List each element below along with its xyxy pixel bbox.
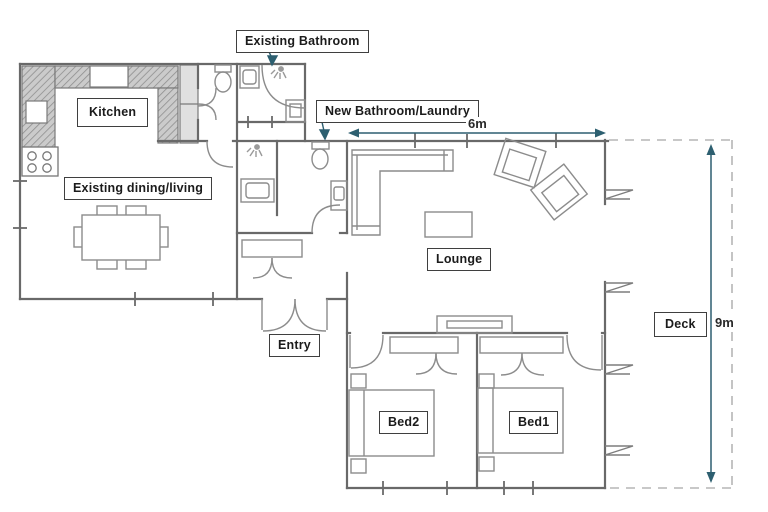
bedroom-furniture [348, 336, 564, 474]
dining-furniture [73, 205, 169, 270]
washer-icon [240, 178, 275, 203]
bathroom-fixtures [214, 64, 348, 258]
room-label-existing-dining-living: Existing dining/living [64, 177, 213, 200]
kitchen-side-sink [25, 100, 48, 124]
l-sofa [351, 149, 454, 236]
bed2-bed [348, 389, 435, 457]
room-label-new-bathroom-laundry: New Bathroom/Laundry [316, 100, 479, 123]
room-label-lounge: Lounge [427, 248, 492, 271]
shower-head-icon [270, 66, 287, 79]
dimension-width-label: 6m [466, 116, 489, 131]
room-label-existing-bathroom: Existing Bathroom [236, 30, 369, 53]
wardrobe [479, 336, 564, 354]
window-ticks [13, 116, 557, 495]
room-label-deck: Deck [654, 312, 707, 337]
toilet-icon [214, 64, 232, 93]
room-label-kitchen: Kitchen [77, 98, 149, 127]
coffee-table [424, 211, 473, 238]
armchair [493, 137, 547, 189]
room-label-entry: Entry [269, 334, 320, 357]
room-label-bed2: Bed2 [379, 411, 429, 434]
room-label-bed1: Bed1 [509, 411, 559, 434]
arrowhead-left-icon [348, 128, 359, 138]
shower-tray-icon [285, 99, 306, 123]
wardrobe [389, 336, 459, 354]
doors [197, 64, 603, 376]
nightstand [350, 458, 367, 474]
nightstand [478, 373, 495, 389]
lounge-furniture [351, 137, 589, 334]
nightstand [478, 456, 495, 472]
deck-window-flags [604, 189, 634, 456]
label-leader-arrows [266, 51, 331, 141]
vanity-icon [239, 65, 260, 89]
shower-head-icon [246, 144, 263, 157]
bed1-bed [477, 387, 564, 454]
nightstand [350, 373, 367, 389]
armchair [529, 163, 589, 221]
kitchen-counters [21, 64, 199, 149]
stove-icon [21, 146, 59, 177]
arrowhead-down-icon [706, 472, 716, 483]
arrowhead-up-icon [706, 144, 716, 155]
kitchen-bench-sink [89, 65, 129, 88]
deck-boundary [609, 139, 733, 489]
toilet-icon [311, 141, 330, 170]
dining-table [81, 214, 161, 261]
dimension-height-label: 9m [713, 315, 736, 330]
tv-unit [436, 315, 513, 334]
cupboard [241, 239, 303, 258]
dimension-height [706, 144, 716, 483]
arrowhead-right-icon [595, 128, 606, 138]
dimension-width [348, 128, 606, 138]
washer-icon [330, 180, 348, 211]
